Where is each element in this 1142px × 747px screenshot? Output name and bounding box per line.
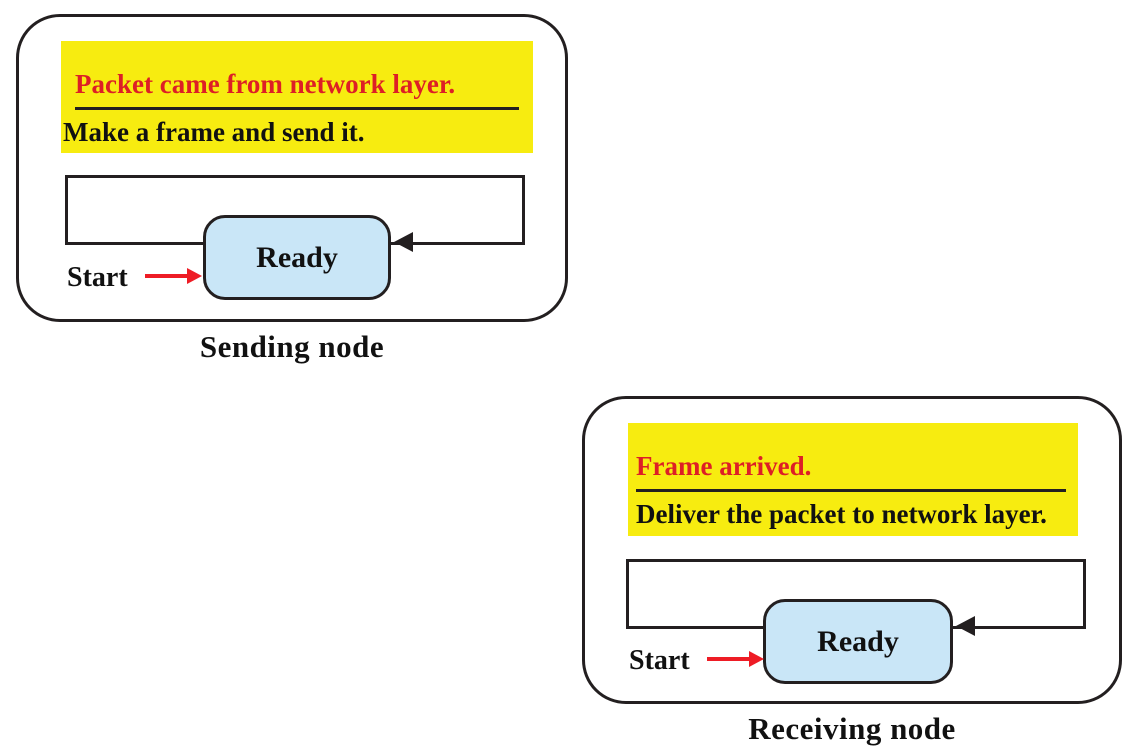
sending-loop-arrowhead-icon <box>394 232 413 252</box>
receiving-node-caption: Receiving node <box>748 711 956 746</box>
receiving-loop-arrowhead-icon <box>956 616 975 636</box>
sending-action-text: Make a frame and send it. <box>63 117 365 147</box>
sending-event-text: Packet came from network layer. <box>75 69 456 99</box>
receiving-event-text: Frame arrived. <box>636 451 812 481</box>
sending-event-highlight: Packet came from network layer. Make a f… <box>61 41 533 153</box>
sending-start-label: Start <box>67 262 128 293</box>
sending-ready-label: Ready <box>256 240 338 274</box>
sending-event-underline <box>75 107 519 110</box>
sending-node-caption: Sending node <box>199 329 385 364</box>
sending-start-arrow-icon <box>145 268 202 284</box>
receiving-event-underline <box>636 489 1066 492</box>
receiving-node-panel: Frame arrived. Deliver the packet to net… <box>582 396 1122 704</box>
receiving-ready-state: Ready <box>763 599 953 684</box>
receiving-start-arrow-icon <box>707 651 764 667</box>
receiving-ready-label: Ready <box>817 624 899 658</box>
sending-node-panel: Packet came from network layer. Make a f… <box>16 14 568 322</box>
receiving-event-highlight: Frame arrived. Deliver the packet to net… <box>628 423 1078 536</box>
receiving-start-label: Start <box>629 645 690 676</box>
sending-ready-state: Ready <box>203 215 391 300</box>
receiving-action-text: Deliver the packet to network layer. <box>636 499 1047 529</box>
